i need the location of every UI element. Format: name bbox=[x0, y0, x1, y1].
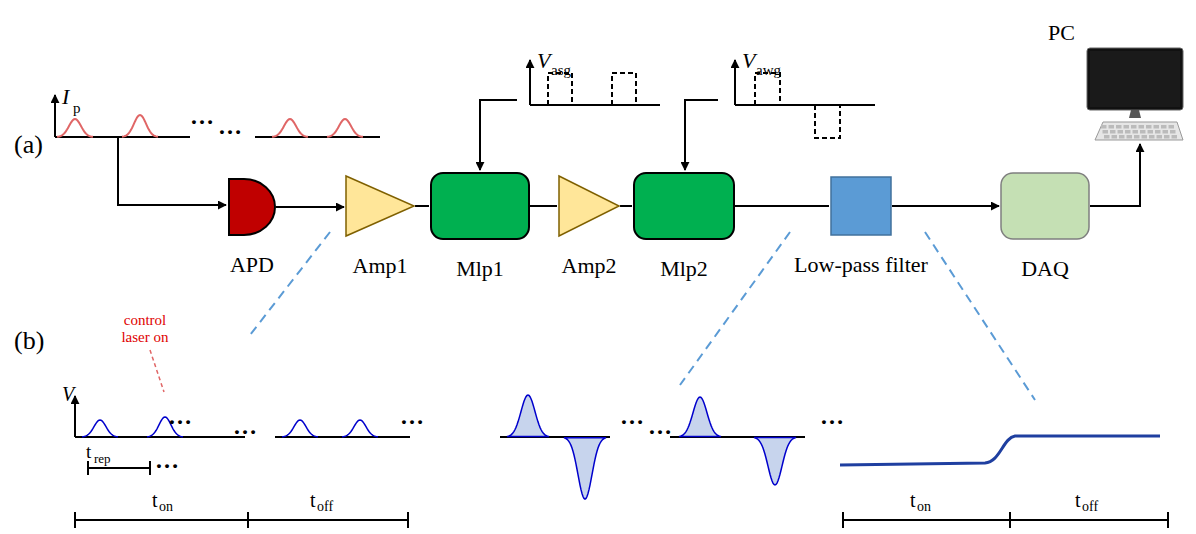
time-label: t bbox=[86, 442, 91, 461]
signal-wire bbox=[735, 205, 829, 207]
signal-subscript: asg bbox=[551, 63, 571, 78]
filter-box: Low-pass filter bbox=[830, 176, 892, 236]
amplifier: Amp2 bbox=[558, 175, 620, 237]
node-label: DAQ bbox=[1021, 256, 1069, 282]
time-subscript: off bbox=[1082, 500, 1098, 514]
computer: PC bbox=[1085, 48, 1185, 143]
signal-wire bbox=[892, 205, 999, 207]
ellipsis: … bbox=[233, 414, 257, 438]
multiplier-box: Mlp1 bbox=[430, 172, 530, 240]
amplifier: Amp1 bbox=[345, 175, 415, 237]
time-label: t bbox=[310, 490, 316, 510]
ellipsis: … bbox=[168, 404, 192, 428]
panel-letter: (b) bbox=[14, 328, 44, 354]
signal-wire bbox=[276, 206, 344, 208]
computer-outline bbox=[1085, 48, 1185, 143]
time-subscript: off bbox=[317, 500, 333, 514]
daq-box-outline bbox=[1000, 172, 1090, 240]
node-label: Amp1 bbox=[353, 253, 408, 279]
signal-subscript: awg bbox=[756, 63, 781, 78]
node-label: APD bbox=[230, 252, 274, 278]
annotation: control laser on bbox=[112, 312, 178, 345]
filter-box-outline bbox=[830, 176, 892, 236]
amplifier-outline bbox=[345, 175, 415, 237]
node-label: Low-pass filter bbox=[794, 252, 928, 278]
ellipsis: … bbox=[190, 104, 214, 128]
ellipsis: … bbox=[648, 414, 672, 438]
filtered-output bbox=[840, 436, 1168, 528]
node-label: Mlp1 bbox=[456, 256, 504, 282]
asg-signal bbox=[480, 60, 660, 170]
ellipsis: … bbox=[218, 114, 242, 138]
signal-name: I bbox=[62, 86, 69, 108]
photodetector-outline bbox=[228, 178, 276, 236]
node-label: PC bbox=[1048, 20, 1075, 46]
signal-name: V bbox=[537, 50, 550, 72]
ellipsis: … bbox=[155, 448, 179, 472]
signal-wire bbox=[415, 205, 429, 207]
daq-box: DAQ bbox=[1000, 172, 1090, 240]
mixed-output bbox=[500, 395, 805, 499]
input-pulses bbox=[55, 95, 380, 205]
signal-wire bbox=[620, 205, 632, 207]
time-subscript: on bbox=[917, 500, 931, 514]
signal-wire bbox=[530, 205, 557, 207]
time-label: t bbox=[1075, 490, 1081, 510]
node-label: Amp2 bbox=[562, 253, 617, 279]
photodetector: APD bbox=[228, 178, 276, 236]
node-label: Mlp2 bbox=[660, 256, 708, 282]
time-subscript: rep bbox=[94, 452, 111, 465]
leader-lines bbox=[250, 232, 1035, 400]
signal-wire bbox=[1090, 144, 1140, 206]
panel-letter: (a) bbox=[14, 132, 43, 158]
multiplier-box-outline bbox=[633, 172, 735, 240]
ellipsis: … bbox=[620, 404, 644, 428]
multiplier-box-outline bbox=[430, 172, 530, 240]
amplifier-outline bbox=[558, 175, 620, 237]
ellipsis: … bbox=[820, 404, 844, 428]
time-subscript: on bbox=[159, 500, 173, 514]
axis-label: V bbox=[62, 384, 74, 404]
signal-name: V bbox=[742, 50, 755, 72]
apd-output bbox=[75, 350, 410, 528]
multiplier-box: Mlp2 bbox=[633, 172, 735, 240]
time-label: t bbox=[910, 490, 916, 510]
ellipsis: … bbox=[400, 404, 424, 428]
awg-signal bbox=[685, 60, 875, 170]
signal-subscript: p bbox=[73, 101, 81, 116]
time-label: t bbox=[152, 490, 158, 510]
